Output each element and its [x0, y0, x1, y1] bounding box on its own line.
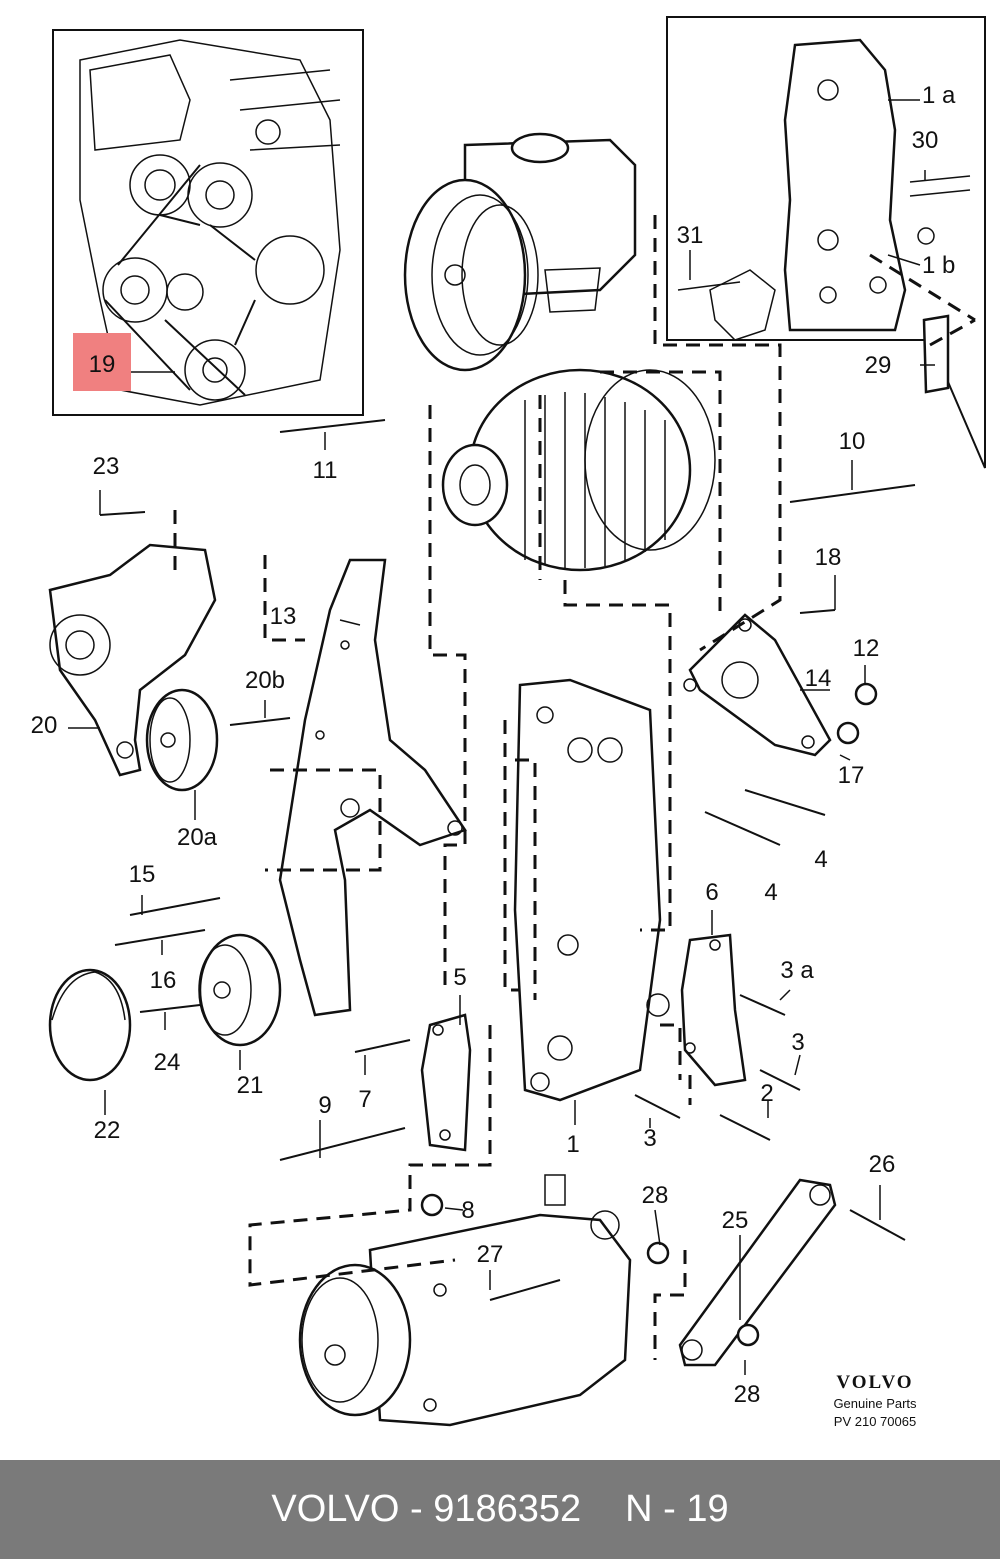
- callout-7: 7: [358, 1086, 371, 1113]
- callout-22: 22: [94, 1117, 121, 1144]
- callout-20b: 20b: [245, 667, 285, 694]
- callout-2: 2: [760, 1080, 773, 1107]
- callout-18: 18: [815, 544, 842, 571]
- callout-8: 8: [461, 1197, 474, 1224]
- footer-bar: VOLVO - 9186352 N - 19: [0, 1460, 1000, 1559]
- exploded-parts-diagram: 19 1 a 30 31 1 b 29 10 11 23 18 13 12 20…: [31, 16, 986, 1429]
- callout-20a: 20a: [177, 824, 218, 851]
- bracket-6: [680, 933, 747, 1087]
- assembly-lines: [173, 215, 782, 1360]
- link-arm-25: [678, 1178, 837, 1367]
- diagram-reference-label: N - 19: [625, 1488, 729, 1530]
- callout-3a: 3 a: [780, 957, 814, 984]
- callout-29: 29: [865, 352, 892, 379]
- callout-28: 28: [642, 1182, 669, 1209]
- diagram-code: PV 210 70065: [834, 1414, 916, 1429]
- genuine-parts-label: Genuine Parts: [833, 1396, 917, 1411]
- idler-pulley-21: [198, 933, 282, 1047]
- main-bracket-1: [513, 678, 670, 1102]
- tensioner-20: [48, 543, 219, 792]
- power-steering-pump: [403, 132, 637, 372]
- part-number-label: VOLVO - 9186352: [271, 1488, 582, 1530]
- callout-27: 27: [477, 1241, 504, 1268]
- callout-28-lower: 28: [734, 1381, 761, 1408]
- callout-11: 11: [313, 457, 338, 484]
- callout-1: 1: [566, 1131, 579, 1158]
- callout-17: 17: [838, 762, 865, 789]
- ac-compressor: [298, 1174, 632, 1427]
- callout-1a: 1 a: [922, 82, 956, 109]
- callout-20: 20: [31, 712, 58, 739]
- callout-13: 13: [270, 603, 297, 630]
- volvo-brand-logo: VOLVO: [836, 1372, 913, 1393]
- bracket-14: [683, 613, 832, 757]
- callout-23: 23: [93, 453, 120, 480]
- pulley-cover-22: [48, 968, 132, 1082]
- callout-24: 24: [154, 1049, 181, 1076]
- engine-overview-inset: [52, 29, 364, 416]
- bolt-group: [99, 419, 916, 1347]
- leader-lines: [68, 99, 935, 1375]
- callout-19: 19: [89, 351, 116, 378]
- callout-30: 30: [912, 127, 939, 154]
- callout-26: 26: [869, 1151, 896, 1178]
- alternator: [441, 368, 716, 572]
- callout-4: 4: [814, 846, 827, 873]
- callout-16: 16: [150, 967, 177, 994]
- callout-15: 15: [129, 861, 156, 888]
- highlight-box-19: [73, 333, 131, 391]
- callout-12: 12: [853, 635, 880, 662]
- callout-4-second: 4: [764, 879, 777, 906]
- callout-1b: 1 b: [922, 252, 955, 279]
- callout-21: 21: [237, 1072, 264, 1099]
- callout-14: 14: [805, 665, 832, 692]
- callout-10: 10: [839, 428, 866, 455]
- callout-5: 5: [453, 964, 466, 991]
- bracket-5: [420, 1013, 472, 1152]
- callout-3: 3: [791, 1029, 804, 1056]
- callout-31: 31: [677, 222, 704, 249]
- callout-3-lower: 3: [643, 1125, 656, 1152]
- callout-25: 25: [722, 1207, 749, 1234]
- bracket-13: [278, 558, 467, 1017]
- bracket-detail-inset: [666, 16, 986, 469]
- callout-6: 6: [705, 879, 718, 906]
- callout-9: 9: [318, 1092, 331, 1119]
